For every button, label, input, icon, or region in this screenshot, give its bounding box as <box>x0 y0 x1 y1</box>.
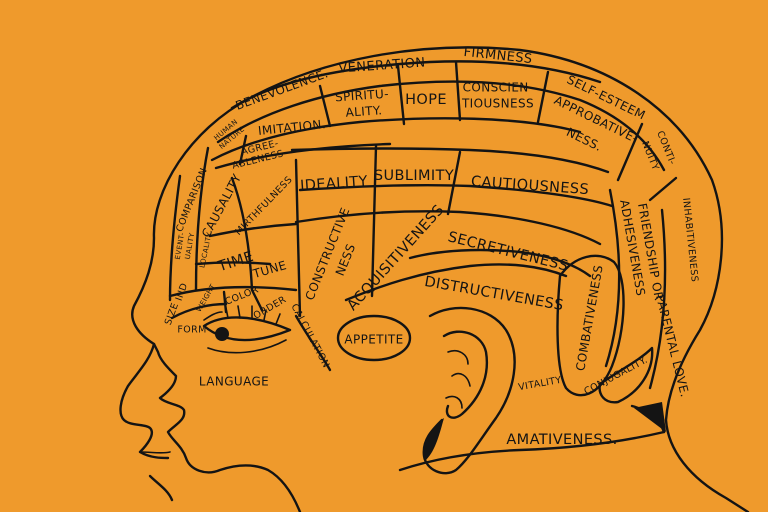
label-conscientiousness-2: TIOUSNESS <box>461 97 534 111</box>
label-firmness: FIRMNESS <box>463 45 533 67</box>
label-spirituality-2: ALITY. <box>345 103 383 120</box>
label-hope: HOPE <box>405 92 447 108</box>
shaded-corner <box>634 402 666 432</box>
label-acquisitiveness: ACQUISITIVENESS <box>344 202 447 314</box>
label-conscientiousness-1: CONSCIEN- <box>463 81 534 95</box>
label-continuity-2: NUITY <box>639 140 661 172</box>
label-spirituality-1: SPIRITU- <box>335 87 390 105</box>
label-form: FORM <box>177 325 206 336</box>
label-veneration: VENERATION <box>338 55 426 76</box>
ear <box>422 306 516 475</box>
head-outline <box>119 46 750 512</box>
label-approbativeness-2: NESS. <box>564 125 604 154</box>
label-weight: WEIGHT <box>195 282 217 313</box>
label-destructiveness: DISTRUCTIVENESS <box>423 274 565 314</box>
label-sublimity: SUBLIMITY <box>374 168 454 184</box>
appetite-oval <box>336 314 412 362</box>
label-imitation: IMITATION. <box>257 117 326 138</box>
label-inhabitiveness: INHABITIVENESS <box>680 197 700 282</box>
label-language: LANGUAGE <box>199 375 269 389</box>
region-labels: FIRMNESS VENERATION BENEVOLENCE. SELF-ES… <box>163 45 700 448</box>
label-tune: TUNE <box>250 258 288 281</box>
label-cautiousness: CAUTIOUSNESS <box>470 174 589 198</box>
label-amativeness: AMATIVENESS. <box>506 432 617 448</box>
label-benevolence: BENEVOLENCE. <box>234 66 331 113</box>
label-secretiveness: SECRETIVENESS <box>446 229 570 274</box>
label-ideality: IDEALITY <box>300 174 369 195</box>
label-conjugality: CONJUGALITY. <box>582 355 649 398</box>
label-combativeness: COMBATIVENESS <box>573 264 605 372</box>
label-individuality: IND <box>174 281 191 302</box>
label-calculation: CALCULATION <box>289 302 332 370</box>
label-vitality: VITALITY <box>517 375 562 393</box>
eye <box>202 305 292 354</box>
label-appetite: APPETITE <box>344 333 403 347</box>
label-mirthfulness: MIRTHFULNESS <box>233 174 295 237</box>
